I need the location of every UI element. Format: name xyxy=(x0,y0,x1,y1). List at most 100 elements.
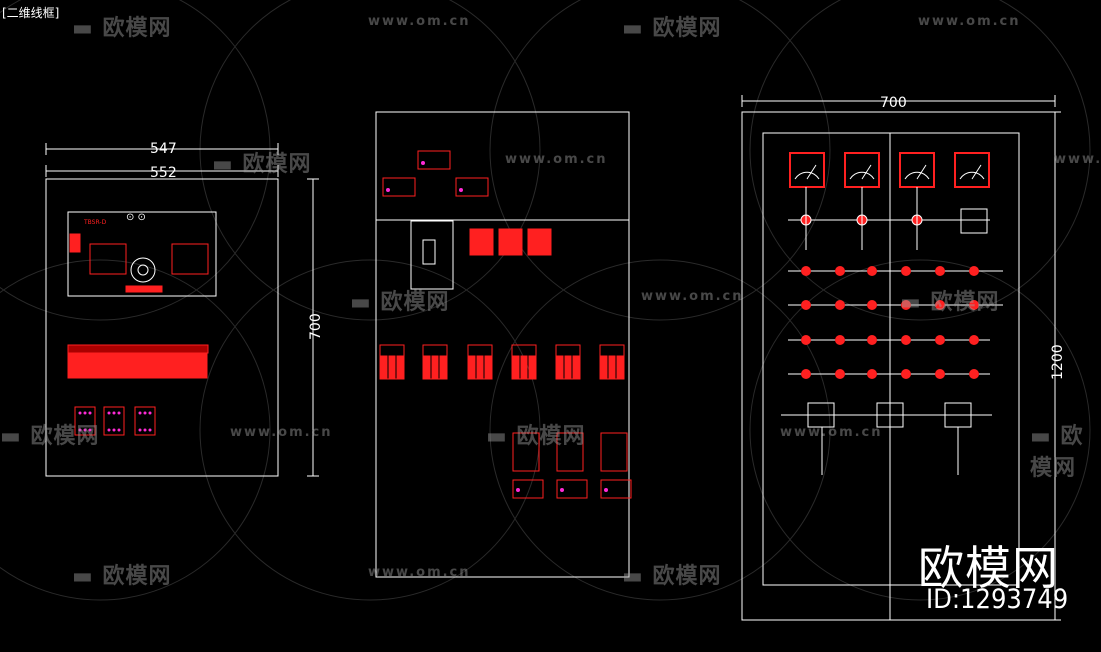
indicator-lamp xyxy=(901,300,911,310)
mcb-pole xyxy=(380,355,388,379)
fuse-dot xyxy=(148,411,152,415)
meter-3 xyxy=(899,152,935,188)
watermark-logo: ▬ 欧模网 xyxy=(1030,424,1084,481)
mcb-group xyxy=(599,344,625,380)
dim-label-height: 1200 xyxy=(1050,344,1066,380)
push-button xyxy=(935,369,945,379)
brand-id: ID:1293749 xyxy=(926,584,1069,615)
fuse-dot xyxy=(112,428,116,432)
main-breaker-handle xyxy=(422,239,436,265)
mcb-group xyxy=(555,344,581,380)
indicator-lamp xyxy=(867,266,877,276)
mcb-pole xyxy=(608,355,616,379)
breaker-row-label xyxy=(67,344,209,354)
indicator-lamp xyxy=(935,266,945,276)
push-button xyxy=(801,369,811,379)
fuse-tag-1 xyxy=(74,406,96,436)
push-button xyxy=(901,369,911,379)
fuse-dot xyxy=(83,428,87,432)
mcb-pole xyxy=(468,355,476,379)
mcb-pole xyxy=(439,355,447,379)
watermark-url: www.om.cn xyxy=(918,14,1021,29)
push-button xyxy=(867,369,877,379)
ats-knob-center xyxy=(137,264,149,276)
fuse-dot xyxy=(143,428,147,432)
watermark-circle xyxy=(199,259,541,601)
watermark-logo: ▬ 欧模网 xyxy=(622,564,722,589)
ats-label-block xyxy=(69,233,81,253)
mcb-pole xyxy=(506,228,515,256)
watermark-circle xyxy=(489,0,831,321)
mcb-pole xyxy=(543,228,552,256)
mcb-group xyxy=(467,344,493,380)
mcb-pole xyxy=(527,228,536,256)
indicator-lamp xyxy=(969,300,979,310)
indicator-lamp xyxy=(801,266,811,276)
ats-knob xyxy=(130,257,156,283)
selector-switch xyxy=(960,208,988,234)
watermark-circle xyxy=(0,0,271,321)
indicator-lamp xyxy=(867,300,877,310)
viewport-label[interactable]: [二维线框] xyxy=(2,6,60,20)
push-button xyxy=(801,335,811,345)
mcb-pole xyxy=(512,355,520,379)
indicator-lamp xyxy=(969,266,979,276)
push-button xyxy=(969,369,979,379)
contactor-tag xyxy=(600,432,628,472)
fuse-tag-2 xyxy=(103,406,125,436)
watermark-circle xyxy=(749,0,1091,321)
ats-indicators: ⊙ ⊙ xyxy=(126,212,146,223)
mcb-pole xyxy=(535,228,544,256)
mcb-pole xyxy=(564,355,572,379)
push-button xyxy=(835,335,845,345)
relay-dot xyxy=(421,161,425,165)
watermark-logo: ▬ 欧模网 xyxy=(72,16,172,41)
ats-right-poles xyxy=(171,243,209,275)
indicator-lamp xyxy=(901,266,911,276)
terminal-tag xyxy=(556,479,588,499)
ats-tag: TBSR-D xyxy=(83,219,107,226)
watermark-url: www.om.cn xyxy=(1054,152,1101,167)
meter-1 xyxy=(789,152,825,188)
terminal-dot xyxy=(516,488,520,492)
meter-needle xyxy=(806,164,817,180)
mcb-group xyxy=(511,344,537,380)
mcb-pole xyxy=(431,355,439,379)
watermark-circle xyxy=(489,259,831,601)
mcb-pole xyxy=(498,228,507,256)
mcb-pole xyxy=(476,355,484,379)
relay-dot xyxy=(386,188,390,192)
watermark-logo: ▬ 欧模网 xyxy=(486,424,586,449)
mcb-pole xyxy=(520,355,528,379)
mcb-pole xyxy=(396,355,404,379)
watermark-circle xyxy=(0,259,271,601)
watermark-url: www.om.cn xyxy=(368,14,471,29)
mcb-group xyxy=(422,344,448,380)
fuse-dot xyxy=(88,411,92,415)
relay-dot xyxy=(459,188,463,192)
contactor-tag xyxy=(512,432,540,472)
watermark-url: www.om.cn xyxy=(230,425,333,440)
indicator-lamp xyxy=(835,300,845,310)
ats-left-poles xyxy=(89,243,127,275)
fuse-dot xyxy=(117,428,121,432)
left-panel-outline xyxy=(45,178,279,477)
meter-needle xyxy=(916,164,927,180)
meter-arc xyxy=(849,171,875,180)
watermark-circle xyxy=(199,0,541,321)
watermark-circle xyxy=(749,259,1091,601)
meter-needle xyxy=(971,164,982,180)
dim-label-552: 552 xyxy=(150,165,177,181)
mcb-pole xyxy=(469,228,478,256)
mcb-pole xyxy=(616,355,624,379)
push-button xyxy=(935,335,945,345)
ats-bottom-bar xyxy=(125,285,163,293)
watermark-logo: ▬ 欧模网 xyxy=(72,564,172,589)
fuse-dot xyxy=(138,428,142,432)
fuse-tag-3 xyxy=(134,406,156,436)
fuse-dot xyxy=(148,428,152,432)
indicator-lamp xyxy=(835,266,845,276)
mcb-pole xyxy=(485,228,494,256)
